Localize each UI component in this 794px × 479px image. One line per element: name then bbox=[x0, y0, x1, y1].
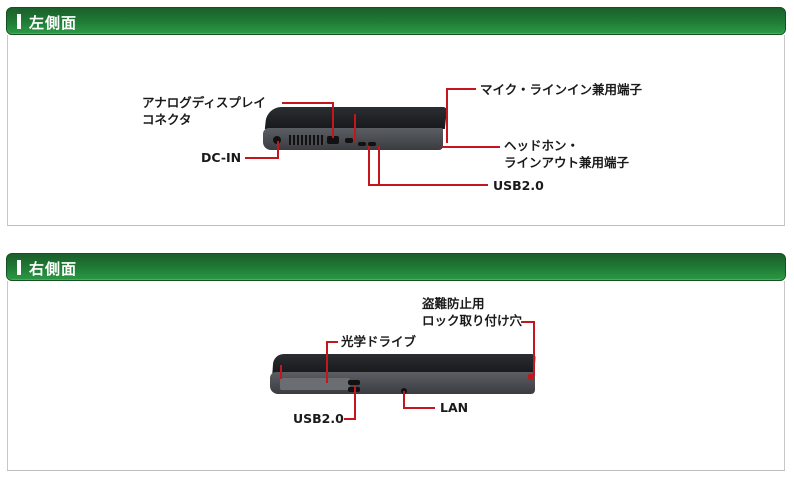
label-lan: LAN bbox=[440, 400, 469, 415]
label-optical-drive: 光学ドライブ bbox=[341, 334, 417, 349]
header-bar-icon bbox=[17, 14, 21, 29]
label-usb-right: USB2.0 bbox=[293, 411, 344, 426]
label-mic-line-in: マイク・ラインイン兼用端子 bbox=[480, 82, 643, 97]
usb-port-1 bbox=[358, 142, 366, 146]
usb-port-a bbox=[348, 380, 360, 385]
panel-left-side: アナログディスプレイ コネクタ DC-IN マイク・ラインイン兼用端子 ヘッドホ… bbox=[7, 35, 785, 226]
header-bar-icon bbox=[17, 260, 21, 275]
security-lock-slot bbox=[528, 374, 534, 380]
section-title: 右側面 bbox=[29, 260, 78, 278]
section-header-left-side: 左側面 bbox=[6, 7, 786, 35]
usb-port-2 bbox=[368, 142, 376, 146]
label-dc-in: DC-IN bbox=[201, 150, 242, 165]
label-security-lock-hole: 盗難防止用 ロック取り付け穴 bbox=[422, 296, 523, 328]
dc-in-port bbox=[273, 136, 281, 144]
optical-drive-tray bbox=[280, 378, 350, 390]
label-headphone-line-out: ヘッドホン・ ラインアウト兼用端子 bbox=[504, 138, 630, 170]
label-analog-display-connector: アナログディスプレイ コネクタ bbox=[142, 95, 266, 127]
section-header-right-side: 右側面 bbox=[6, 253, 786, 281]
panel-right-side: 盗難防止用 ロック取り付け穴 光学ドライブ USB2.0 LAN bbox=[7, 281, 785, 471]
vga-port bbox=[327, 136, 339, 144]
vent-grille bbox=[289, 135, 325, 145]
section-title: 左側面 bbox=[29, 14, 78, 32]
label-usb-left: USB2.0 bbox=[493, 178, 544, 193]
